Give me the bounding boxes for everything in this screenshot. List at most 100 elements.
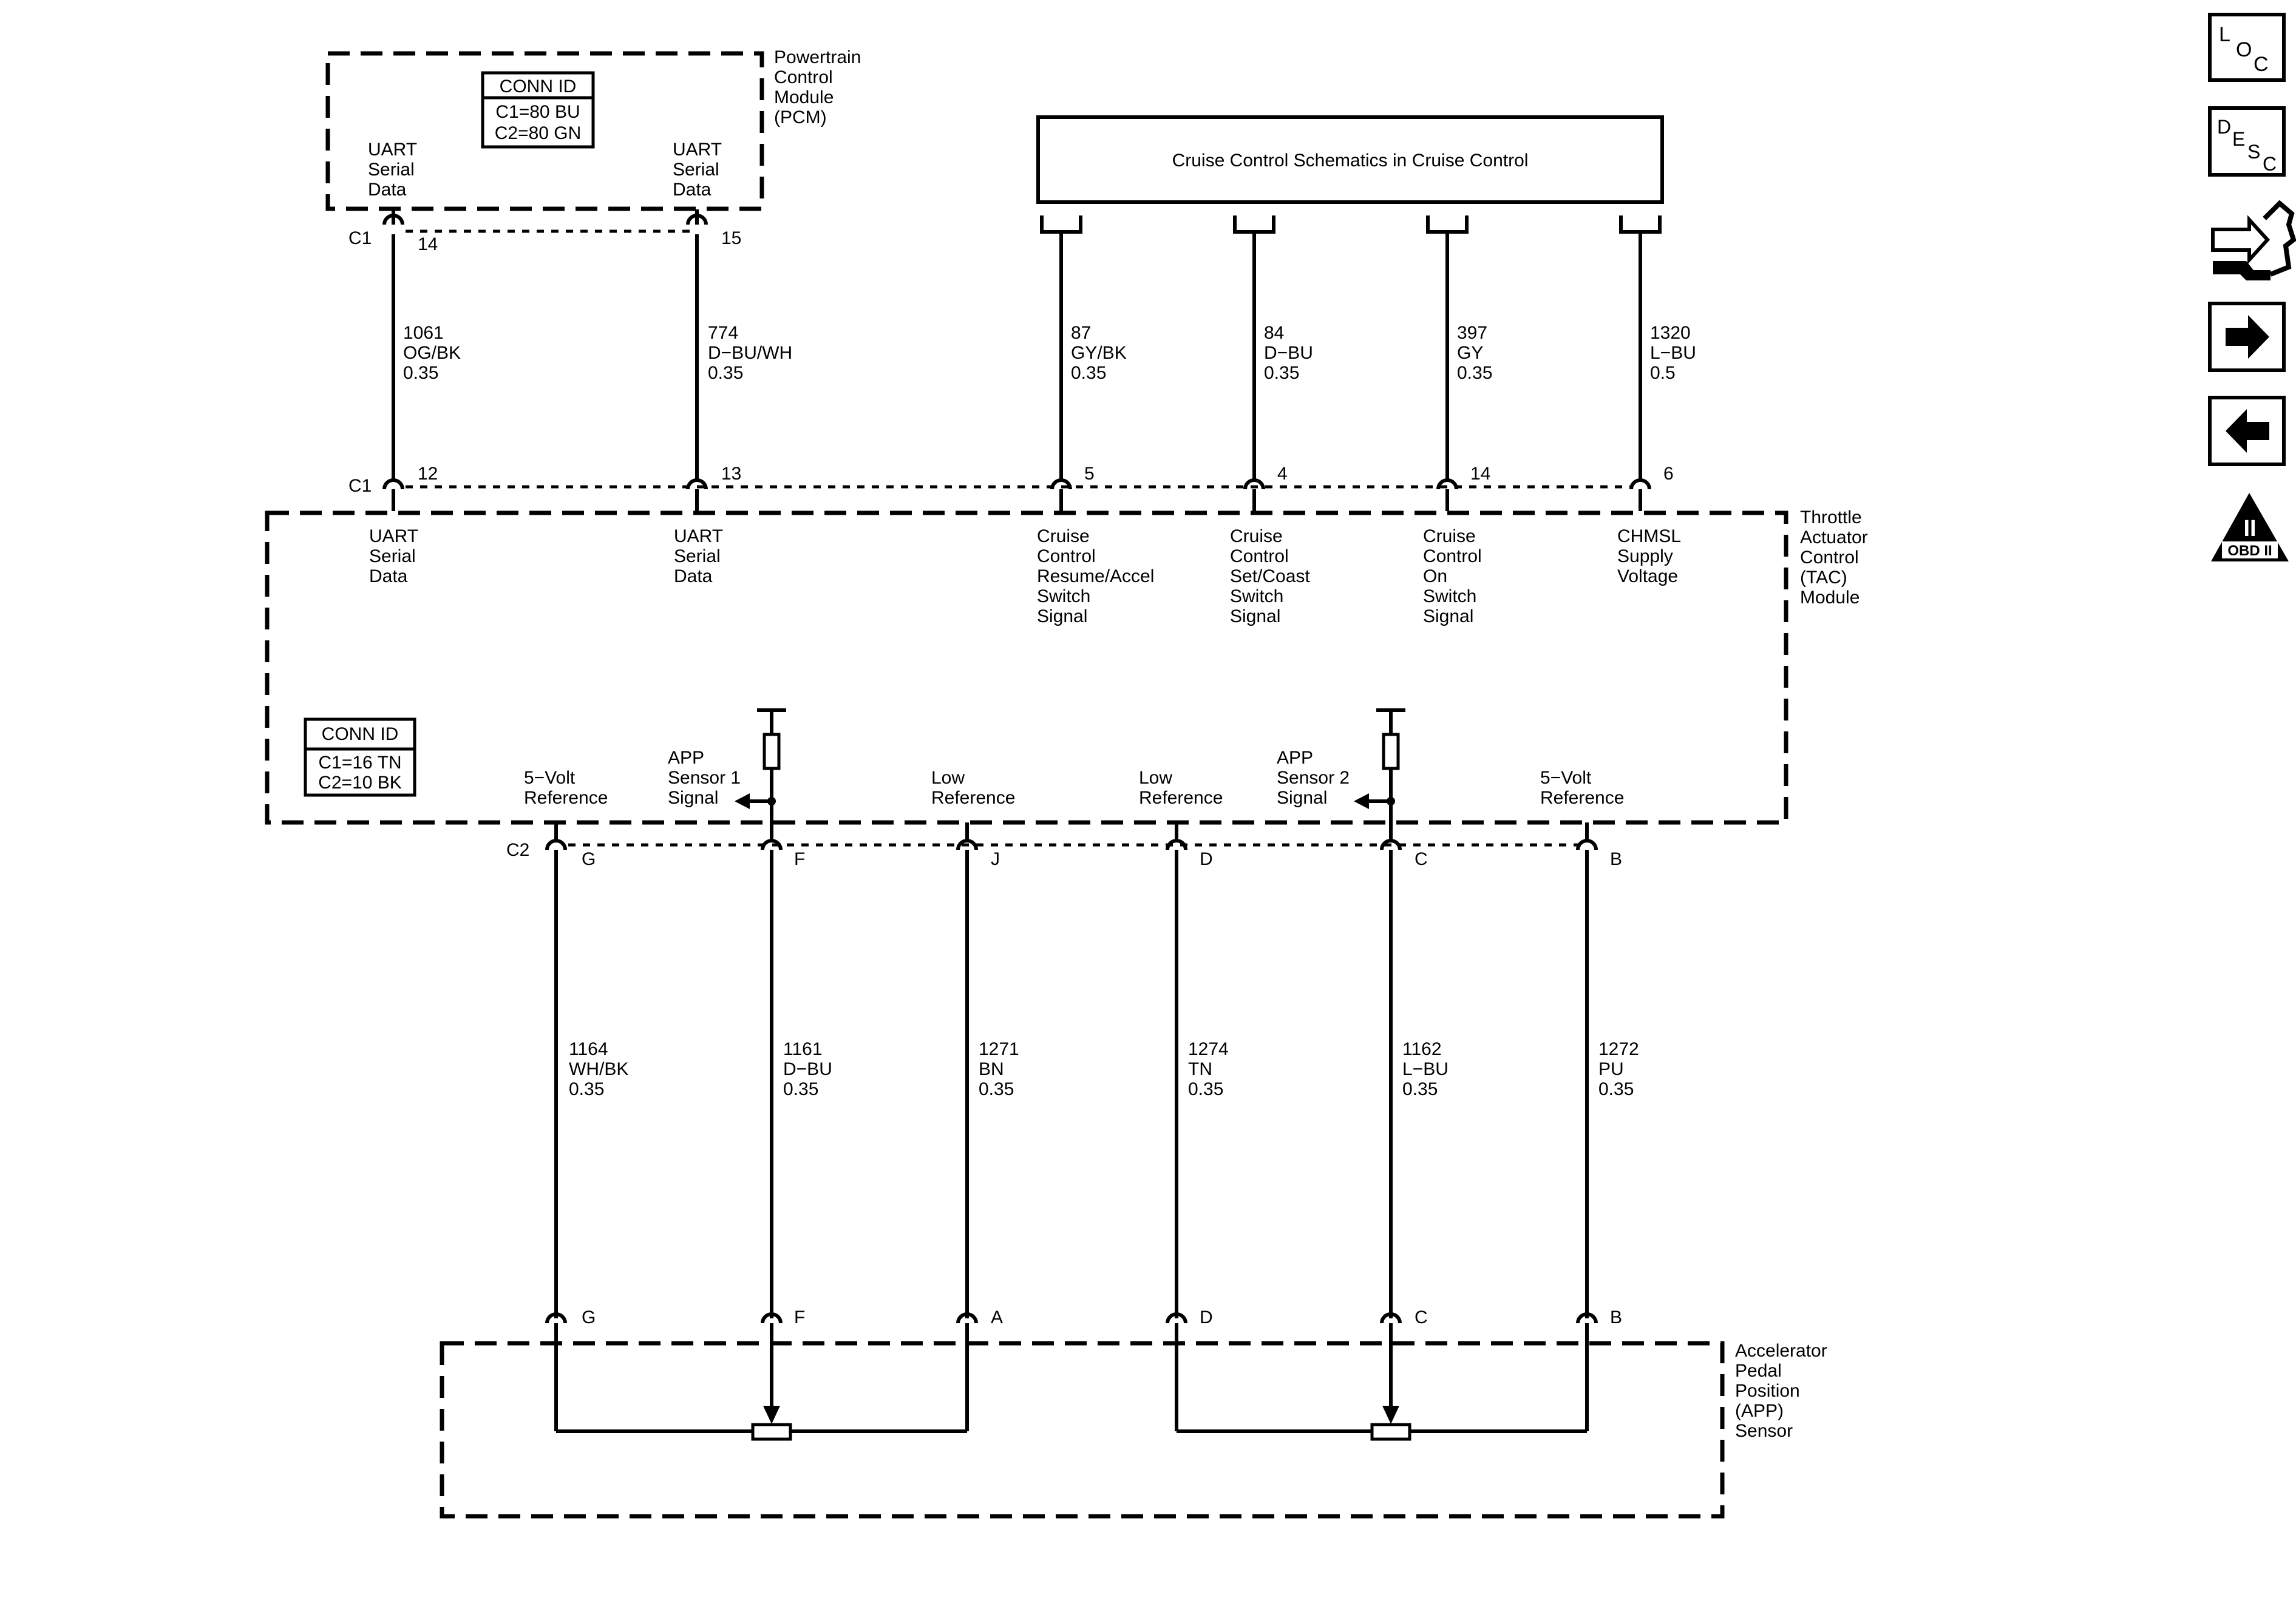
pin-label-line: APP — [1277, 748, 1313, 768]
wire-gauge: 0.35 — [783, 1079, 818, 1099]
connector-tool-icon[interactable] — [2211, 200, 2296, 280]
circuit-number: 1271 — [979, 1039, 1019, 1059]
pcm-pin-label-right: UART Serial Data — [673, 140, 722, 200]
pin-number: C — [1415, 849, 1428, 869]
wire-gauge: 0.35 — [1188, 1079, 1223, 1099]
app-name-line: (APP) — [1735, 1401, 1784, 1421]
wire-gauge: 0.35 — [1264, 363, 1299, 383]
tac-module: Throttle Actuator Control (TAC) Module U… — [265, 507, 1868, 825]
upper-wires: 1061 OG/BK 0.35 774 D−BU/WH 0.35 87 GY/B… — [392, 232, 1696, 480]
wire-gauge: 0.35 — [979, 1079, 1014, 1099]
wire-color: GY/BK — [1071, 343, 1127, 363]
pin-label-line: Cruise — [1230, 526, 1283, 546]
tac-outline — [265, 510, 1788, 825]
cruise-connector — [1040, 215, 1082, 234]
pin-number: G — [582, 1307, 596, 1327]
navigation-bar: L O C D E S C II OBD II — [2208, 13, 2296, 561]
wire-gauge: 0.35 — [1457, 363, 1492, 383]
pcm-outline — [325, 51, 764, 211]
tac-pin-label: UART Serial Data — [674, 526, 723, 586]
pcm-name-line: Module — [774, 87, 834, 107]
wire-color: WH/BK — [569, 1059, 628, 1079]
pin-label-line: Serial — [369, 546, 416, 566]
pin-label-line: Low — [931, 768, 965, 788]
description-icon[interactable]: D E S C — [2208, 106, 2286, 177]
icon-letter: D — [2217, 116, 2231, 138]
tac-pin-label: UART Serial Data — [369, 526, 418, 586]
pin-number: 12 — [418, 464, 438, 484]
pin-label-line: Set/Coast — [1230, 566, 1310, 586]
icon-letter: C — [2254, 53, 2269, 76]
wire-gauge: 0.35 — [403, 363, 438, 383]
tac-pin-label: Low Reference — [1139, 768, 1223, 808]
pcm-pin-label-left: UART Serial Data — [368, 140, 417, 200]
wire-label: 1272 PU 0.35 — [1598, 1039, 1639, 1099]
potentiometer — [554, 1323, 969, 1441]
pin-number: 15 — [721, 228, 741, 248]
wire-label: 1162 L−BU 0.35 — [1402, 1039, 1449, 1099]
pin-number: B — [1610, 849, 1622, 869]
pin-label-line: Supply — [1617, 546, 1673, 566]
pin-label-line: Sensor 1 — [668, 768, 741, 788]
connector-label: C2 — [506, 840, 529, 860]
pin-number: D — [1200, 849, 1213, 869]
obd-ii-icon[interactable]: II OBD II — [2211, 493, 2289, 561]
cruise-control-title: Cruise Control Schematics in Cruise Cont… — [1172, 151, 1529, 171]
lower-wires: 1164 WH/BK 0.35 1161 D−BU 0.35 1271 BN 0… — [554, 850, 1639, 1318]
circuit-number: 1061 — [403, 323, 444, 343]
tac-pin-label: Cruise Control On Switch Signal — [1423, 526, 1482, 626]
pin-label-line: Signal — [1277, 788, 1327, 808]
tac-c1-connector: C1 12 13 5 4 14 6 — [348, 464, 1674, 511]
pin-label-line: Data — [674, 566, 713, 586]
pin-label-line: Data — [368, 180, 407, 200]
tac-c2-connector: C2 G F J D C B — [506, 822, 1622, 869]
app-sensor-name: Accelerator Pedal Position (APP) Sensor — [1735, 1341, 1827, 1441]
location-icon[interactable]: L O C — [2208, 13, 2286, 82]
wire-label: 774 D−BU/WH 0.35 — [708, 323, 792, 383]
app-sensor: Accelerator Pedal Position (APP) Sensor — [440, 1323, 1827, 1519]
pin-number: 13 — [721, 464, 741, 484]
pin-label-line: Control — [1423, 546, 1482, 566]
wire-gauge: 0.35 — [1598, 1079, 1634, 1099]
pin-label-line: Switch — [1423, 586, 1476, 606]
wire-label: 87 GY/BK 0.35 — [1071, 323, 1127, 383]
pin-label-line: Reference — [1540, 788, 1624, 808]
pin-label-line: 5−Volt — [524, 768, 576, 788]
tac-pin-label: CHMSL Supply Voltage — [1617, 526, 1681, 586]
obd-caption: OBD II — [2227, 543, 2272, 559]
wire-color: L−BU — [1650, 343, 1696, 363]
previous-arrow-icon[interactable] — [2208, 396, 2286, 466]
circuit-number: 1161 — [783, 1039, 823, 1059]
conn-id-line: C1=16 TN — [318, 753, 401, 773]
tac-name-line: Throttle — [1800, 507, 1862, 527]
wire-color: D−BU — [1264, 343, 1313, 363]
tac-pin-label: APP Sensor 1 Signal — [668, 748, 741, 808]
next-arrow-icon[interactable] — [2208, 302, 2286, 372]
pull-up-resistor — [1354, 708, 1405, 822]
app-connector: G F A D C B — [545, 1307, 1622, 1327]
pin-number: F — [794, 849, 805, 869]
pin-label-line: UART — [673, 140, 722, 160]
pin-label-line: 5−Volt — [1540, 768, 1592, 788]
cruise-connector — [1233, 215, 1275, 234]
pin-number: 4 — [1277, 464, 1288, 484]
pin-label-line: Serial — [673, 160, 719, 180]
pin-label-line: APP — [668, 748, 704, 768]
app-name-line: Sensor — [1735, 1421, 1793, 1441]
circuit-number: 1164 — [569, 1039, 608, 1059]
icon-letter: C — [2263, 153, 2277, 175]
tac-pin-label: 5−Volt Reference — [524, 768, 608, 808]
obd-label: II — [2243, 516, 2256, 541]
wire-color: D−BU/WH — [708, 343, 792, 363]
connector-label: C1 — [348, 476, 372, 496]
cruise-connector — [1426, 215, 1469, 234]
pin-label-line: Cruise — [1037, 526, 1090, 546]
pin-number: J — [991, 849, 1000, 869]
pin-number: B — [1610, 1307, 1622, 1327]
wire-color: GY — [1457, 343, 1483, 363]
wire-label: 1061 OG/BK 0.35 — [403, 323, 461, 383]
tac-name-line: (TAC) — [1800, 568, 1847, 588]
app-name-line: Accelerator — [1735, 1341, 1827, 1361]
pcm-name-line: Control — [774, 67, 833, 87]
pin-label-line: Data — [673, 180, 712, 200]
